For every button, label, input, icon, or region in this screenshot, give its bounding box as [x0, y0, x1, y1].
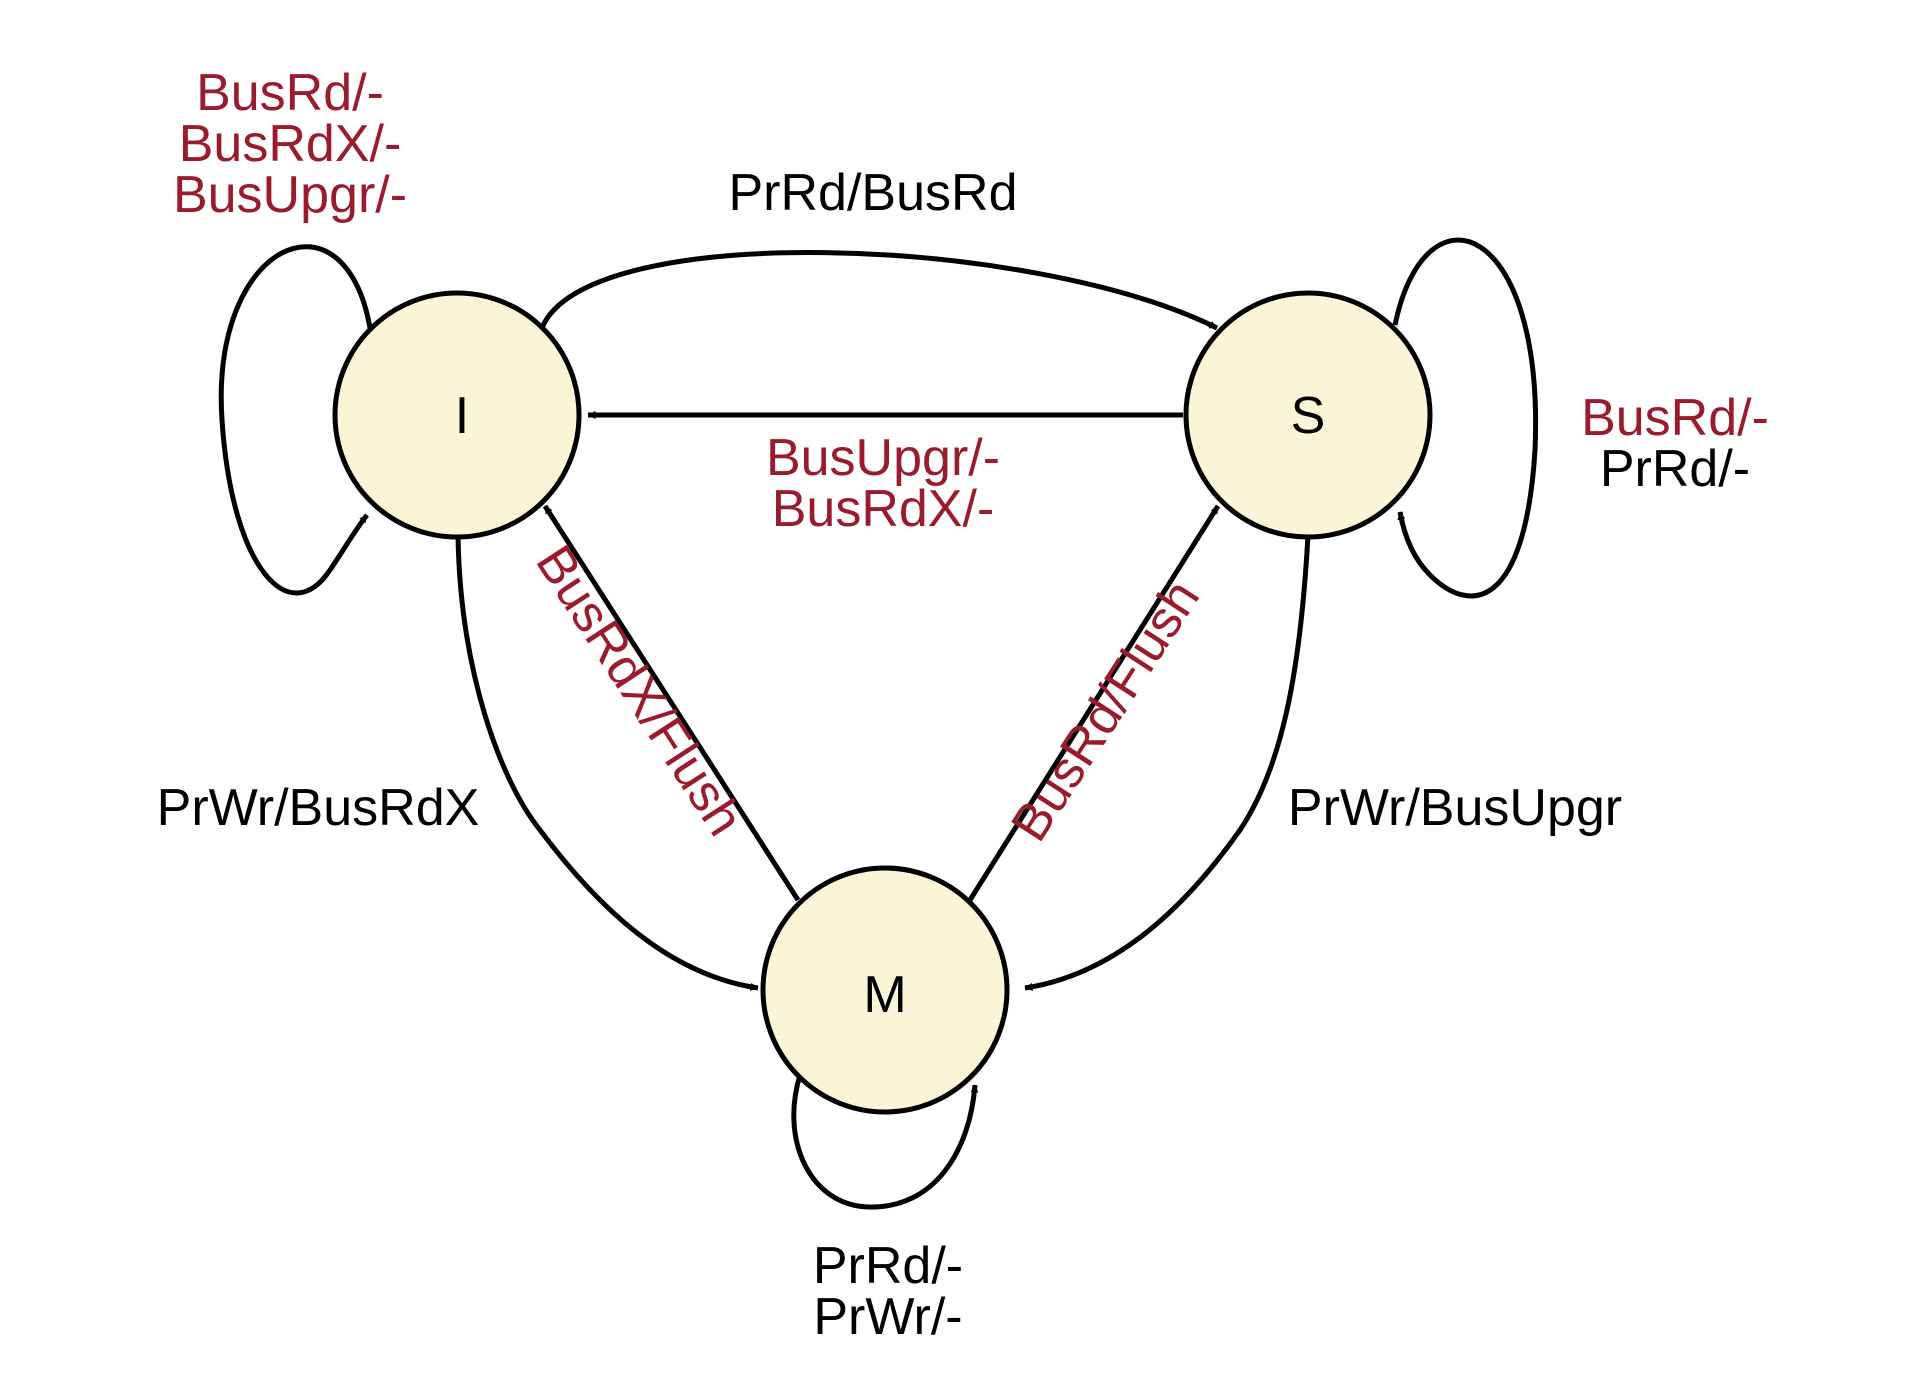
label-line: BusRd/- [196, 64, 384, 122]
edge-m-to-s [967, 504, 1221, 902]
label-line: PrRd/- [1600, 440, 1750, 498]
label-i-to-s: PrRd/BusRd [729, 164, 1018, 222]
label-line: BusRd/- [1581, 389, 1769, 447]
state-shared: S [1183, 290, 1433, 540]
label-line: BusUpgr/- [766, 429, 1000, 487]
label-s-to-i: BusUpgr/- BusRdX/- [766, 429, 1000, 538]
edge-i-to-m [455, 534, 759, 991]
label-line: BusRdX/- [772, 480, 995, 538]
label-line: PrWr/- [813, 1288, 962, 1346]
edge-i-to-s [539, 250, 1219, 331]
state-shared-label: S [1291, 387, 1326, 445]
label-s-self-loop: BusRd/- PrRd/- [1581, 389, 1769, 498]
state-invalid-label: I [455, 387, 469, 445]
label-m-to-s: BusRd/Flush [1000, 570, 1211, 851]
label-m-to-i: BusRdX/Flush [524, 536, 754, 846]
state-modified-label: M [863, 966, 906, 1024]
label-s-to-m: PrWr/BusUpgr [1288, 779, 1622, 837]
label-i-self-loop: BusRd/- BusRdX/- BusUpgr/- [173, 64, 407, 224]
label-line: PrRd/- [813, 1237, 963, 1295]
edge-i-self-loop [218, 244, 373, 596]
edge-m-to-i [542, 504, 801, 902]
label-i-to-m: PrWr/BusRdX [157, 779, 480, 837]
label-line: BusRdX/- [179, 115, 402, 173]
edge-s-self-loop [1392, 237, 1539, 599]
state-invalid: I [332, 290, 582, 540]
label-line: BusUpgr/- [173, 166, 407, 224]
edge-s-to-m [1024, 534, 1311, 991]
state-modified: M [760, 865, 1010, 1115]
edge-m-self-loop [791, 1074, 979, 1210]
label-m-self-loop: PrRd/- PrWr/- [813, 1237, 963, 1346]
